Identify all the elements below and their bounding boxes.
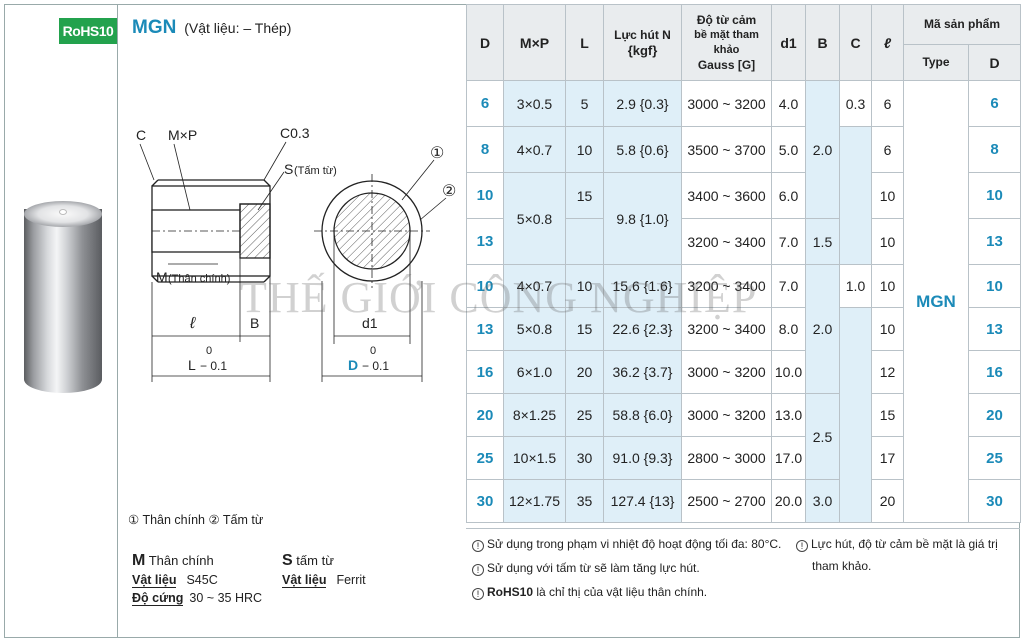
info-icon: !	[472, 564, 484, 576]
table-row: 13 3200 ~ 3400 7.0 1.5 10 13	[466, 218, 1021, 265]
spec-body-hardness: 30 ~ 35 HRC	[189, 591, 263, 605]
drawing-panel: MGN (Vật liệu: – Thép)	[118, 4, 466, 638]
table-row: 30 12×1.75 35 127.4 {13} 2500 ~ 2700 20.…	[466, 479, 1021, 523]
table-row: 20 8×1.25 25 58.8 {6.0} 3000 ~ 3200 13.0…	[466, 393, 1021, 480]
table-row: 25 10×1.5 30 91.0 {9.3} 2800 ~ 3000 17.0…	[466, 436, 1021, 480]
th-b: B	[805, 4, 840, 81]
label-l-tol-low: − 0.1	[200, 359, 227, 373]
th-d1: d1	[771, 4, 806, 81]
table-row: 8 4×0.7 10 5.8 {0.6} 3500 ~ 3700 5.0 6 8	[466, 126, 1021, 265]
th-l: L	[565, 4, 604, 81]
th-force: Lực hút N{kgf}	[603, 4, 682, 81]
label-d-tol-low: − 0.1	[362, 359, 389, 373]
label-l: L	[188, 357, 196, 373]
merged-b-d: 2.5	[805, 393, 840, 480]
merged-force: 9.8 {1.0}	[603, 172, 682, 265]
spec-body-material: S45C	[186, 573, 218, 587]
spec-body-material-key: Vật liệu	[132, 573, 177, 588]
merged-b-e: 3.0	[805, 479, 840, 523]
merged-mxp: 5×0.8	[503, 172, 566, 265]
product-material: (Vật liệu: – Thép)	[184, 20, 292, 36]
label-l-tol-up: 0	[206, 345, 212, 357]
th-ell: ℓ	[871, 4, 904, 81]
product-title: MGN (Vật liệu: – Thép)	[132, 17, 291, 39]
front-view	[314, 159, 447, 382]
product-code: MGN	[132, 17, 177, 38]
spec-body: M Thân chính Vật liệu S45C Độ cứng 30 ~ 35…	[132, 552, 262, 609]
label-circ1: ①	[430, 145, 444, 162]
label-c03: C0.3	[280, 125, 310, 141]
spec-body-head: M Thân chính	[132, 552, 214, 569]
spec-plate-material: Ferrit	[336, 573, 366, 587]
th-code-d: D	[968, 44, 1021, 81]
table-row: 10 4×0.7 10 15.6 {1.6} 3200 ~ 3400 7.0 2…	[466, 264, 1021, 394]
parts-legend: ① Thân chính ② Tấm từ	[128, 513, 264, 527]
label-mxp: M×P	[168, 127, 197, 143]
merged-c-a: 0.3	[839, 80, 872, 127]
rohs-badge: RoHS10	[59, 18, 117, 44]
table-row: 13 5×0.8 15 22.6 {2.3} 3200 ~ 3400 8.0 1…	[466, 307, 1021, 523]
th-c: C	[839, 4, 872, 81]
spec-body-hardness-key: Độ cứng	[132, 591, 184, 606]
label-s-note: (Tấm từ)	[294, 165, 337, 177]
side-view	[139, 141, 287, 382]
spec-plate-head: S tấm từ	[282, 552, 334, 569]
th-d: D	[466, 4, 504, 81]
merged-b-a: 2.0	[805, 80, 840, 219]
label-d1: d1	[362, 315, 378, 331]
table-row: 16 6×1.0 20 36.2 {3.7} 3000 ~ 3200 10.0 …	[466, 350, 1021, 394]
label-b: B	[250, 315, 259, 331]
th-code: Mã sản phẩm	[903, 4, 1021, 45]
label-m-note: (Thân chính)	[168, 273, 230, 285]
spec-plate: S tấm từ Vật liệu Ferrit	[282, 552, 366, 591]
th-type: Type	[903, 44, 969, 81]
technical-drawing: C M×P C0.3 S (Tấm từ) M (Thân chính) ℓ B…	[136, 125, 456, 382]
note-plate: !Sử dụng với tấm từ sẽ làm tăng lực hút.	[472, 561, 700, 576]
merged-c-b: 1.0	[839, 264, 872, 308]
info-icon: !	[472, 588, 484, 600]
note-reference: !Lực hút, độ từ cảm bề mặt là giá trị	[796, 537, 998, 552]
label-d-tol-up: 0	[370, 345, 376, 357]
merged-b-b: 1.5	[805, 218, 840, 265]
magnet-photo-center	[59, 209, 67, 215]
info-icon: !	[472, 540, 484, 552]
merged-l: 15	[565, 172, 604, 219]
label-m: M	[156, 269, 168, 285]
photo-panel: RoHS10	[4, 4, 118, 638]
spec-plate-material-key: Vật liệu	[282, 573, 327, 588]
label-ell: ℓ	[189, 315, 196, 332]
note-rohs: !RoHS10 là chỉ thị của vật liệu thân chí…	[472, 585, 707, 600]
table-row: 6 3×0.5 5 2.9 {0.3} 3000 ~ 3200 4.0 2.0 …	[466, 80, 1021, 523]
label-d: D	[348, 357, 358, 373]
th-mxp: M×P	[503, 4, 566, 81]
notes: !Sử dụng trong phạm vi nhiệt độ hoạt độn…	[466, 528, 1020, 638]
label-c: C	[136, 127, 146, 143]
table-row: 10 5×0.8 15 9.8 {1.0} 3400 ~ 3600 6.0 10…	[466, 172, 1021, 265]
label-circ2: ②	[442, 183, 456, 200]
note-reference-cont: tham khảo.	[812, 559, 872, 573]
note-temperature: !Sử dụng trong phạm vi nhiệt độ hoạt độn…	[472, 537, 781, 552]
product-type: MGN	[903, 80, 969, 523]
label-s: S	[284, 161, 293, 177]
info-icon: !	[796, 540, 808, 552]
merged-b-c: 2.0	[805, 264, 840, 394]
magnet-photo	[24, 209, 102, 393]
